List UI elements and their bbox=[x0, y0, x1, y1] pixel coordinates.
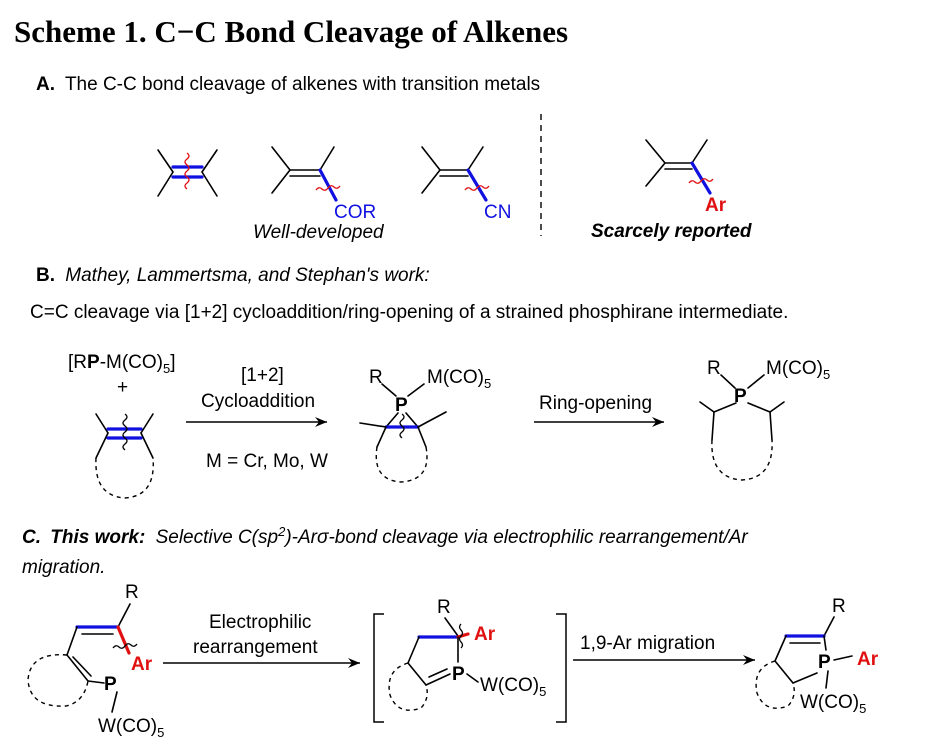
panel-b-heading: B. Mathey, Lammertsma, and Stephan's wor… bbox=[36, 265, 430, 286]
right-bracket bbox=[556, 613, 567, 723]
panel-b-description: C=C cleavage via [1+2] cycloaddition/rin… bbox=[30, 302, 788, 323]
svg-text:P: P bbox=[395, 395, 408, 416]
panel-b-letter: B. bbox=[36, 265, 55, 286]
svg-text:R: R bbox=[125, 582, 139, 603]
svg-text:Ar: Ar bbox=[857, 649, 879, 670]
panel-c-letter: C. bbox=[22, 527, 41, 548]
svg-text:Ar: Ar bbox=[131, 654, 153, 675]
caption-well-developed: Well-developed bbox=[253, 222, 385, 243]
panel-b-heading-text: Mathey, Lammertsma, and Stephan's work: bbox=[65, 265, 429, 286]
scheme-title: Scheme 1. C−C Bond Cleavage of Alkenes bbox=[14, 14, 568, 49]
panel-a-alkene-ar: Ar bbox=[645, 139, 727, 216]
panel-c-starting-material: R Ar P W(CO)5 bbox=[27, 582, 164, 740]
panel-a-alkene-cn: CN bbox=[421, 146, 511, 223]
arrow1-label-c-1: Electrophilic bbox=[209, 612, 311, 633]
svg-text:R: R bbox=[369, 367, 383, 388]
svg-text:P: P bbox=[104, 674, 117, 695]
svg-text:M(CO)5: M(CO)5 bbox=[427, 367, 491, 391]
arrow2-label-c: 1,9-Ar migration bbox=[580, 633, 715, 654]
svg-text:P: P bbox=[818, 652, 831, 673]
svg-text:Ar: Ar bbox=[474, 624, 496, 645]
panel-c-heading-bold: This work: bbox=[50, 527, 145, 548]
panel-c-product: R P Ar W(CO)5 bbox=[755, 596, 879, 716]
arrow-electrophilic-rearrangement bbox=[163, 658, 360, 668]
panel-a-alkene-cor: COR bbox=[271, 146, 376, 223]
phosphirane-intermediate: R P M(CO)5 bbox=[359, 367, 491, 483]
panel-a-heading: A. The C-C bond cleavage of alkenes with… bbox=[36, 74, 540, 95]
svg-text:P: P bbox=[452, 664, 465, 685]
label-cor: COR bbox=[334, 202, 376, 223]
svg-text:W(CO)5: W(CO)5 bbox=[98, 716, 164, 740]
svg-text:M(CO)5: M(CO)5 bbox=[766, 358, 830, 382]
arrow1-label-b-1: [1+2] bbox=[241, 365, 284, 386]
panel-a-alkene-cleaved bbox=[157, 149, 218, 197]
svg-text:W(CO)5: W(CO)5 bbox=[480, 675, 546, 699]
plus-sign: + bbox=[117, 377, 128, 398]
panel-c-heading-line1: C. This work: Selective C(sp2)-Arσ-bond … bbox=[22, 524, 748, 548]
arrow-ring-opening bbox=[534, 417, 664, 427]
arrow-cycloaddition bbox=[186, 417, 327, 427]
reagent-phosphinidene: [RP-M(CO)5] bbox=[68, 352, 176, 376]
panel-c-heading-line2: migration. bbox=[22, 557, 105, 578]
panel-a-heading-text: The C-C bond cleavage of alkenes with tr… bbox=[65, 74, 540, 95]
caption-scarcely-reported: Scarcely reported bbox=[591, 221, 752, 242]
svg-text:R: R bbox=[437, 597, 451, 618]
left-bracket bbox=[373, 613, 384, 723]
svg-text:R: R bbox=[832, 596, 846, 617]
panel-c-intermediate: R Ar P W(CO)5 bbox=[388, 597, 546, 711]
ring-opened-product: R P M(CO)5 bbox=[699, 358, 830, 481]
arrow2-label-b: Ring-opening bbox=[539, 393, 652, 414]
arrow-ar-migration bbox=[573, 655, 755, 665]
svg-text:P: P bbox=[734, 386, 747, 407]
arrow1-label-c-2: rearrangement bbox=[193, 637, 318, 658]
panel-b-cyclic-alkene bbox=[95, 413, 154, 499]
label-ar-a: Ar bbox=[705, 195, 727, 216]
svg-text:R: R bbox=[707, 358, 721, 379]
panel-a-letter: A. bbox=[36, 74, 55, 95]
arrow1-label-b-2: Cycloaddition bbox=[201, 391, 315, 412]
svg-text:W(CO)5: W(CO)5 bbox=[800, 692, 866, 716]
arrow1-below-b: M = Cr, Mo, W bbox=[206, 451, 328, 472]
label-cn: CN bbox=[484, 202, 511, 223]
